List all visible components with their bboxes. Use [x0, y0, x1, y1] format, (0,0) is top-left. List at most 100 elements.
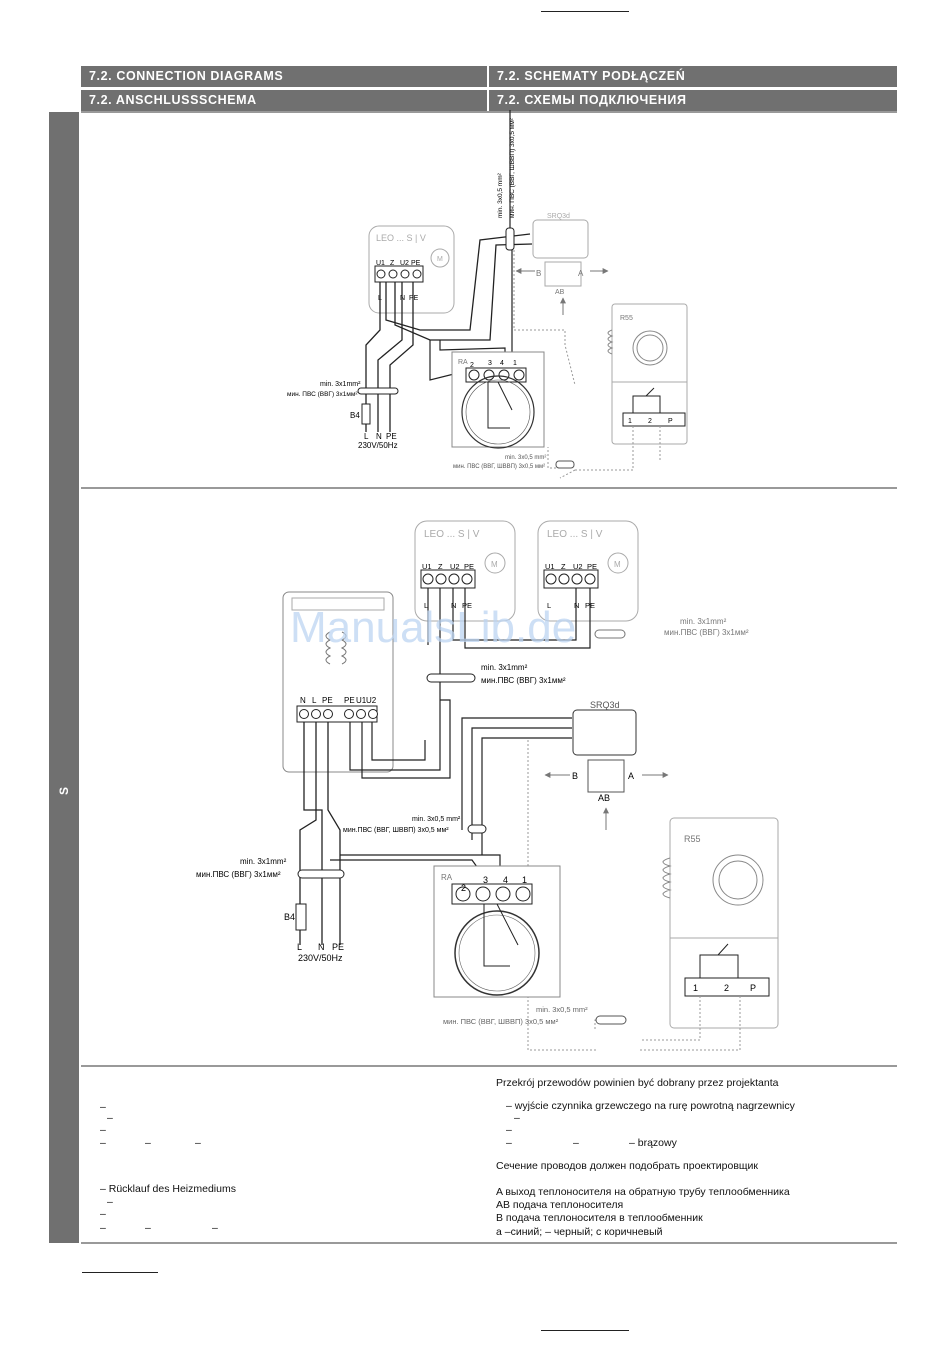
d1-dotted-r55-cable [559, 426, 661, 479]
d1-r55-t2: 2 [648, 418, 652, 425]
d2-r55-knob [712, 854, 764, 906]
d1-term-u1: U1 [376, 260, 385, 267]
note-pl-title: Przekrój przewodów powinien być dobrany … [496, 1077, 779, 1089]
terminal-screw [400, 269, 410, 279]
d1-wire-n [377, 282, 403, 432]
note-left-5: – Rücklauf des Heizmediums [100, 1183, 236, 1195]
d2-leo-label-2: LEO ... S | V [547, 529, 603, 540]
d2-wire-supply-pe [327, 722, 341, 945]
note-left-7: – [100, 1208, 106, 1220]
d2-cable-sleeve-units [594, 629, 626, 639]
d2-cable-sleeve-trafo [426, 673, 476, 683]
d2-transformer [282, 591, 394, 773]
d1-wire-ctrl-1 [385, 233, 531, 331]
d2-dotted-valve [527, 740, 598, 1051]
d2-u1-1: U1 [422, 562, 432, 571]
note-left-8c: – [212, 1222, 218, 1234]
d2-ra-t2: 2 [461, 883, 466, 893]
d2-r55-capillary [662, 857, 672, 899]
page-bottom-rule [541, 1330, 629, 1331]
d2-ra-t1: 1 [522, 875, 527, 885]
d1-ra-t2: 2 [470, 362, 474, 369]
d2-pe-2: PE [587, 562, 597, 571]
d1-motor-label: M [437, 256, 443, 263]
d2-r55-contact [699, 943, 739, 978]
d1-leo-label: LEO ... S | V [376, 233, 426, 243]
d1-ra-thermostat [451, 351, 545, 448]
d2-supply-pe: PE [332, 942, 344, 952]
terminal-screw [558, 573, 570, 585]
d2-l-1: L [424, 601, 428, 610]
terminal-screw [513, 369, 525, 381]
d1-ra-t3: 3 [488, 360, 492, 367]
d1-cable-r55-2: мин. ПВС (ВВГ, ШВВП) 3x0,5 мм² [453, 464, 545, 470]
d1-leo-unit [368, 225, 455, 314]
d1-cable-sleeve-top [505, 227, 515, 251]
note-left-4a: – [100, 1137, 106, 1149]
d1-r55-knob [632, 330, 668, 366]
d2-transformer-coil [325, 631, 347, 665]
note-ru-1: A выход теплоносителя на обратную трубу … [496, 1186, 790, 1198]
d1-cable-sleeve-r55 [555, 460, 575, 469]
d1-cable-top-1: min. 3x0,5 mm² [497, 172, 504, 218]
d2-r55-thermostat [669, 817, 779, 1029]
d2-trafo-l: L [312, 696, 317, 705]
d2-leo-terminal-block-2 [543, 569, 599, 589]
d2-trafo-pe1: PE [322, 696, 333, 705]
terminal-screw [376, 269, 386, 279]
d1-r55-capillary [607, 329, 614, 355]
d2-motor-2-label: M [614, 560, 621, 569]
d1-supply-l: L [364, 432, 369, 441]
note-left-3: – [100, 1124, 106, 1136]
d2-wire-units-link [427, 588, 591, 649]
note-pl-1: – wyjście czynnika grzewczego na rurę po… [506, 1100, 795, 1112]
d2-valve-actuator [572, 709, 637, 756]
terminal-screw [422, 573, 434, 585]
d2-wire-trafo-leo-2 [361, 699, 451, 779]
d2-u2-2: U2 [573, 562, 583, 571]
d2-leo-label-1: LEO ... S | V [424, 529, 480, 540]
terminal-screw [475, 886, 491, 902]
note-left-2: – [107, 1112, 113, 1124]
d1-valve-label: SRQ3d [547, 213, 570, 220]
terminal-screw [323, 709, 333, 719]
d2-ra-label: RA [441, 873, 453, 882]
d2-supply-n: N [318, 942, 325, 952]
d1-leo-terminal-block [374, 265, 424, 283]
page-top-rule [541, 11, 629, 12]
note-ru-4: a –синий; – черный; c коричневый [496, 1226, 663, 1238]
d2-ra-terminals [455, 886, 531, 902]
note-left-4c: – [195, 1137, 201, 1149]
terminal-screw [461, 573, 473, 585]
d2-transformer-top [291, 597, 385, 611]
footnote-rule [82, 1272, 158, 1273]
note-left-6: – [107, 1196, 113, 1208]
note-pl-2: – [514, 1112, 520, 1124]
terminal-screw [515, 886, 531, 902]
section-side-bar: S [49, 112, 79, 1243]
terminal-screw [356, 709, 366, 719]
d1-ra-dial [461, 375, 535, 449]
d2-pe-1: PE [464, 562, 474, 571]
d2-n-2: N [574, 601, 579, 610]
d2-trafo-terminals [299, 709, 378, 719]
d2-motor-2 [607, 552, 629, 574]
d2-fuse-b4 [295, 903, 307, 931]
d2-ra-dial [454, 910, 540, 996]
header-de: 7.2. ANSCHLUSSSCHEMA [81, 90, 487, 111]
d2-ra-contact [483, 903, 519, 967]
header-ru: 7.2. СХЕМЫ ПОДКЛЮЧЕНИЯ [489, 90, 897, 111]
d2-port-b: B [572, 771, 578, 781]
note-pl-4c: – brązowy [629, 1137, 677, 1149]
d2-wire-valve-2 [471, 727, 572, 840]
d2-ra-t4: 4 [503, 875, 508, 885]
d1-r55-label: R55 [620, 315, 633, 322]
d2-supply-l: L [297, 942, 302, 952]
d1-valve-body [544, 261, 582, 287]
terminal-screw [448, 573, 460, 585]
terminal-screw [344, 709, 354, 719]
d1-ra-t4: 4 [500, 360, 504, 367]
d1-wire-ctrl-2 [394, 243, 533, 341]
d1-cable-r55-1: min. 3x0,5 mm² [505, 455, 546, 461]
